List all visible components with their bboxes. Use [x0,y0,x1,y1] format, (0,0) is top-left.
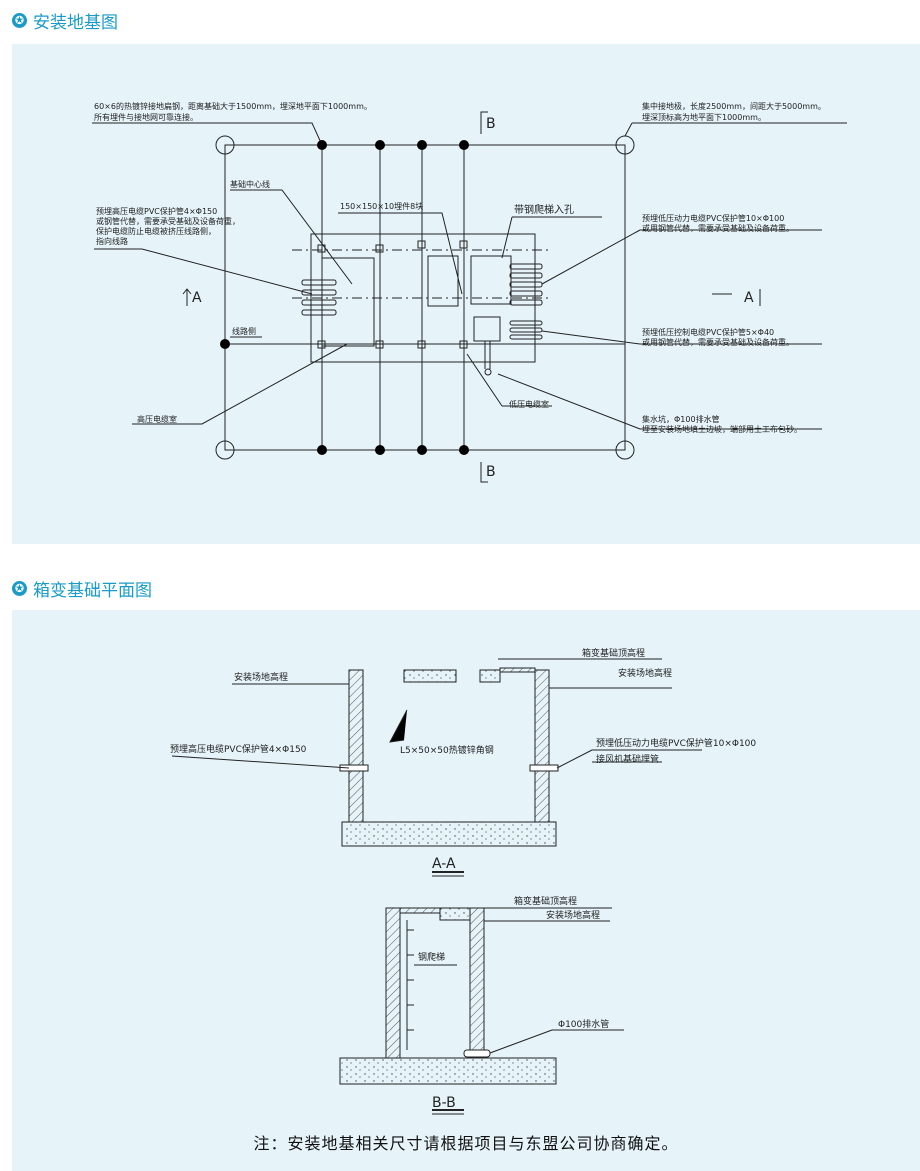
bb-section-label: B-B [432,1095,456,1111]
grid-node [459,140,469,150]
note-lv-room: 低压电缆室 [509,399,549,409]
bb-top-level: 箱变基础顶高程 [514,895,577,907]
section-marker-a-right: A [744,290,754,306]
bb-base-slab [339,1057,557,1085]
grid-node [317,140,327,150]
aa-hv-pipe: 预埋高压电缆PVC保护管4×Φ150 [170,743,307,755]
grounding-grid [224,144,626,451]
section-marker-b-top: B [486,116,496,132]
section-marker-b-bottom: B [486,464,496,480]
note-sump-1: 集水坑，Φ100排水管 [642,414,720,424]
footnote: 注：安装地基相关尺寸请根据项目与东盟公司协商确定。 [253,1134,679,1153]
note-ground-rod-2: 埋深顶标高为地平面下1000mm。 [642,112,766,122]
section1-title: 安装地基图 [33,13,118,33]
bb-drain: Φ100排水管 [558,1018,609,1030]
note-hv-pipe-4: 指向线路 [96,236,128,246]
section2-title: 箱变基础平面图 [33,581,152,601]
note-sump-2: 埋至安装场地填土边坡，端部用土工布包砂。 [642,424,802,434]
note-hv-pipe-2: 或钢管代替，需要承受基础及设备荷重， [96,216,240,226]
section-marker-a-left: A [192,290,202,306]
note-line-side: 线路侧 [232,326,256,336]
section2-heading: ✪ 箱变基础平面图 [12,576,152,601]
aa-angle-steel: L5×50×50热镀锌角钢 [400,744,494,756]
aa-fan-pipe: 接风机基础埋管 [596,753,659,765]
foundation-plan-drawing: 60×6的热镀锌接地扁钢，距离基础大于1500mm，埋深地平面下1000mm。 … [92,101,847,483]
note-ground-steel-1: 60×6的热镀锌接地扁钢，距离基础大于1500mm，埋深地平面下1000mm。 [94,101,372,111]
aa-right-wall [534,669,550,823]
note-center-line: 基础中心线 [230,179,270,189]
note-ground-steel-2: 所有埋件与接地网可靠连接。 [94,112,198,122]
section1-heading: ✪ 安装地基图 [12,8,118,33]
foundation-section-drawing: 安装场地高程 箱变基础顶高程 安装场地高程 预埋高压电缆PVC保护管4×Φ150… [170,647,756,1115]
note-lv-power-1: 预埋低压动力电缆PVC保护管10×Φ100 [642,213,784,223]
grid-node [459,445,469,455]
star-icon: ✪ [12,581,27,596]
aa-lv-pipe: 预埋低压动力电缆PVC保护管10×Φ100 [596,737,756,749]
ground-rod-br [615,440,635,460]
bb-site-level: 安装场地高程 [546,909,600,921]
aa-left-wall [348,669,364,823]
foundation-plan-panel: 60×6的热镀锌接地扁钢，距离基础大于1500mm，埋深地平面下1000mm。 … [12,44,920,544]
grid-node [375,140,385,150]
aa-section-label: A-A [432,856,456,872]
bb-ladder: 钢爬梯 [418,951,445,963]
grid-node [317,445,327,455]
note-hv-room: 高压电缆室 [137,414,177,424]
grid-node [220,339,230,349]
grid-node [375,445,385,455]
grid-node [417,140,427,150]
foundation-section-panel: 安装场地高程 箱变基础顶高程 安装场地高程 预埋高压电缆PVC保护管4×Φ150… [12,610,920,1171]
note-lv-ctrl-2: 或用钢管代替，需要承受基础及设备荷重。 [642,337,794,347]
note-hv-pipe-3: 保护电缆防止电缆被挤压线路侧， [96,226,216,236]
note-ladder-hole: 带钢爬梯入孔 [514,203,574,216]
aa-top-level: 箱变基础顶高程 [582,647,645,659]
note-lv-ctrl-1: 预埋低压控制电缆PVC保护管5×Φ40 [642,327,774,337]
ground-rod-bl [215,440,235,460]
note-lv-power-2: 或用钢管代替，需要承受基础及设备荷重。 [642,223,794,233]
aa-site-level: 安装场地高程 [234,671,288,683]
note-ground-rod-1: 集中接地极，长度2500mm，间距大于5000mm。 [642,101,826,111]
star-icon: ✪ [12,13,27,28]
ground-rod-tl [215,135,235,155]
bb-left-wall [385,907,401,1059]
bb-right-wall [469,907,485,1059]
aa-base-slab [341,821,557,847]
note-embed-parts: 150×150×10埋件8块 [340,201,423,211]
grid-node [417,445,427,455]
note-hv-pipe-1: 预埋高压电缆PVC保护管4×Φ150 [96,206,217,216]
aa-site-level-right: 安装场地高程 [618,667,672,679]
